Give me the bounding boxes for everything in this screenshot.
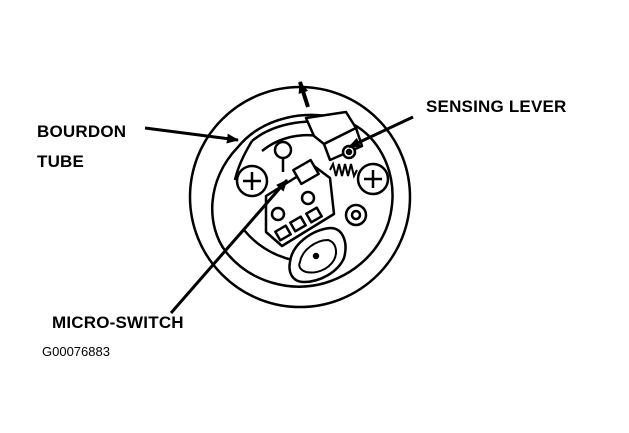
return-spring xyxy=(329,161,358,179)
switch-screw-lower xyxy=(300,190,316,206)
callout-leaders xyxy=(144,115,414,314)
lever-motion-arrow xyxy=(298,81,310,108)
bourdon-tube-label-line2: TUBE xyxy=(37,152,85,171)
terminal-b xyxy=(289,215,307,233)
right-bottom-bushing xyxy=(344,203,368,227)
sensing-lever xyxy=(304,110,364,162)
figure-id: G00076883 xyxy=(42,344,110,359)
terminal-c xyxy=(305,206,323,224)
switch-screw-upper xyxy=(270,206,286,222)
sensing-lever-label: SENSING LEVER xyxy=(426,97,567,116)
right-mounting-screw xyxy=(356,162,390,196)
bourdon-tube-leader xyxy=(144,126,239,144)
sensing-lever-leader xyxy=(348,115,414,149)
left-mounting-screw xyxy=(235,164,269,198)
micro-switch-leader xyxy=(169,179,289,314)
terminal-a xyxy=(274,224,292,242)
micro-switch-label: MICRO-SWITCH xyxy=(52,313,184,332)
pressure-port xyxy=(288,226,347,284)
pivot-pin xyxy=(273,140,293,172)
bourdon-tube-label-line1: BOURDON xyxy=(37,122,127,141)
